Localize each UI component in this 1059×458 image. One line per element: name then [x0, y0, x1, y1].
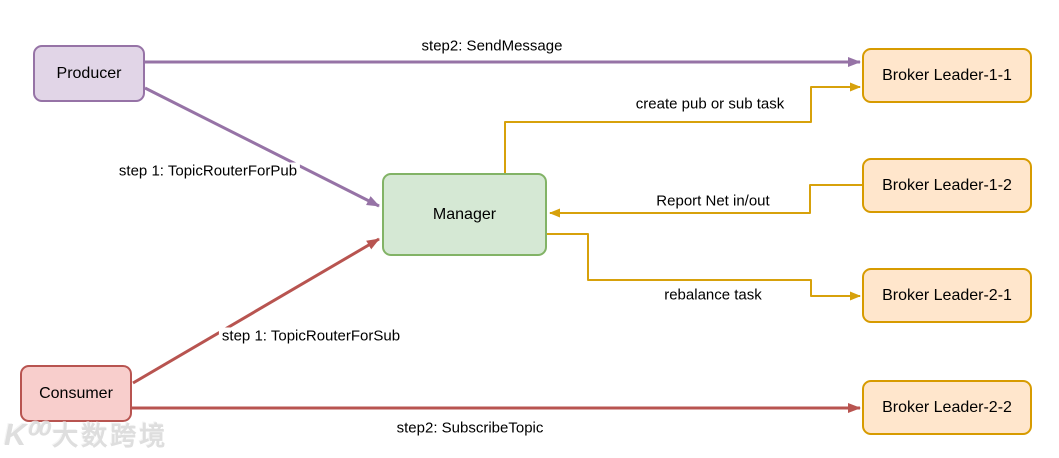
node-producer: Producer: [33, 45, 145, 102]
node-consumer-label: Consumer: [39, 384, 113, 402]
edge-topic-router-pub-arrow: [144, 86, 380, 208]
node-broker-leader-2-1: Broker Leader-2-1: [862, 268, 1032, 323]
node-manager: Manager: [382, 173, 547, 256]
node-broker-leader-1-1: Broker Leader-1-1: [862, 48, 1032, 103]
edge-label-topic-router-sub: step 1: TopicRouterForSub: [218, 327, 404, 345]
edge-label-subscribe: step2: SubscribeTopic: [393, 419, 547, 437]
edge-create-task-arrow: [504, 82, 861, 173]
node-broker-leader-1-1-label: Broker Leader-1-1: [882, 66, 1012, 84]
edge-label-create-task: create pub or sub task: [632, 95, 788, 113]
node-broker-leader-2-2: Broker Leader-2-2: [862, 380, 1032, 435]
edge-label-send-message: step2: SendMessage: [418, 37, 566, 55]
watermark: K⁰⁰ 大数跨境: [4, 419, 168, 450]
edge-label-rebalance: rebalance task: [661, 286, 765, 304]
k100-logo-icon: K⁰⁰: [4, 417, 47, 452]
edge-topic-router-sub-arrow: [132, 237, 380, 385]
node-manager-label: Manager: [432, 205, 497, 223]
edge-report-net-arrow: [549, 184, 862, 218]
node-broker-leader-1-2-label: Broker Leader-1-2: [882, 176, 1012, 194]
edge-rebalance-arrow: [547, 233, 861, 301]
node-consumer: Consumer: [20, 365, 132, 422]
node-broker-leader-2-1-label: Broker Leader-2-1: [882, 286, 1012, 304]
node-broker-leader-2-2-label: Broker Leader-2-2: [882, 398, 1012, 416]
edge-label-report-net: Report Net in/out: [653, 192, 773, 210]
edge-label-topic-router-pub: step 1: TopicRouterForPub: [115, 162, 301, 180]
watermark-text: 大数跨境: [52, 420, 169, 451]
node-producer-label: Producer: [56, 64, 122, 82]
node-broker-leader-1-2: Broker Leader-1-2: [862, 158, 1032, 213]
